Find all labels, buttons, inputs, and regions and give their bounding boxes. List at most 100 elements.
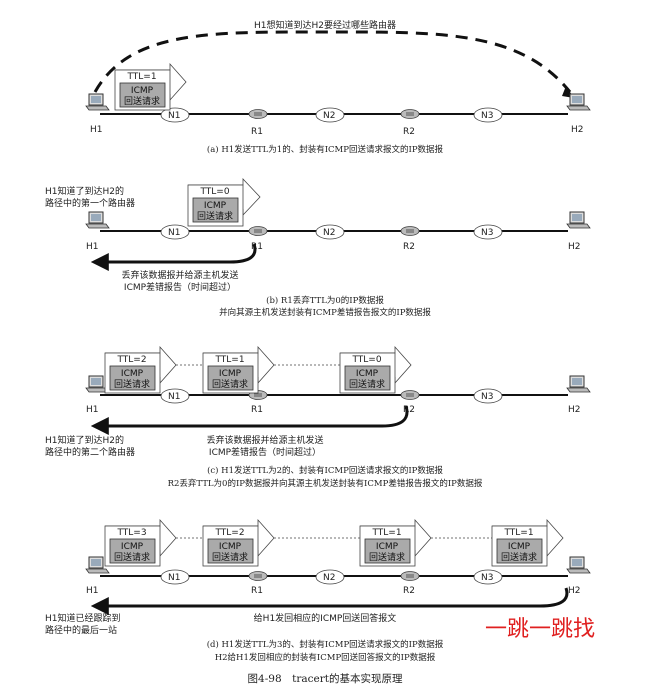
n1-label: N1	[168, 573, 180, 583]
arrow-note-b-1: 丢弃该数据报并给源主机发送	[121, 269, 238, 281]
h1-label: H1	[86, 405, 99, 415]
r1-router-icon	[248, 226, 268, 236]
intent-arc	[93, 30, 572, 93]
ttl-label: TTL=3	[116, 528, 146, 538]
n3-label: N3	[481, 392, 493, 402]
packet-ttl2: TTL=2 ICMP 回送请求	[202, 518, 275, 567]
packet-ttl1-b: TTL=1 ICMP 回送请求	[491, 518, 564, 567]
left-note-d-1: H1知道已经跟踪到	[45, 612, 121, 624]
r2-router-icon	[400, 226, 420, 236]
n2-label: N2	[323, 111, 335, 121]
caption-b-1: (b) R1丢弃TTL为0的IP数据报	[266, 295, 384, 306]
left-note-c-1: H1知道了到达H2的	[45, 434, 124, 446]
caption-b-2: 并向其源主机发送封装有ICMP差错报告报文的IP数据报	[219, 307, 431, 318]
r2-router-icon	[400, 571, 420, 581]
h2-icon	[566, 211, 591, 229]
n1-label: N1	[168, 392, 180, 402]
h2-icon	[566, 93, 591, 111]
request-label: 回送请求	[212, 378, 248, 390]
ttl-label: TTL=1	[371, 528, 401, 538]
icmp-label: ICMP	[131, 86, 154, 96]
arrow-note-c-2: ICMP差错报告（时间超过）	[209, 446, 321, 458]
caption-d-2: H2给H1发回相应的封装有ICMP回送回答报文的IP数据报	[215, 652, 436, 663]
packet-ttl1: TTL=1 ICMP 回送请求	[202, 345, 275, 394]
icmp-label: ICMP	[376, 542, 399, 552]
r1-label: R1	[251, 586, 263, 596]
packet-ttl2: TTL=2 ICMP 回送请求	[104, 345, 177, 394]
r1-label: R1	[251, 127, 263, 137]
error-report-arrow	[90, 243, 257, 271]
echo-reply-arrow	[90, 587, 569, 615]
left-note-d-2: 路径中的最后一站	[45, 624, 117, 636]
n1-label: N1	[168, 111, 180, 121]
ttl-label: TTL=0	[351, 355, 381, 365]
h1-icon	[85, 211, 110, 229]
ttl-label: TTL=1	[126, 72, 156, 82]
r2-label: R2	[403, 586, 415, 596]
figure-caption: 图4-98 tracert的基本实现原理	[248, 672, 403, 685]
r1-label: R1	[251, 242, 263, 252]
icmp-label: ICMP	[121, 369, 144, 379]
n3-label: N3	[481, 111, 493, 121]
request-label: 回送请求	[114, 378, 150, 390]
r2-label: R2	[403, 405, 415, 415]
icmp-label: ICMP	[121, 542, 144, 552]
n2-label: N2	[323, 573, 335, 583]
h2-icon	[566, 375, 591, 393]
red-annotation: 一跳一跳找	[485, 617, 595, 642]
packet-ttl1-a: TTL=1 ICMP 回送请求	[359, 518, 432, 567]
caption-d-1: (d) H1发送TTL为3的、封装有ICMP回送请求报文的IP数据报	[207, 639, 444, 650]
icmp-label: ICMP	[508, 542, 531, 552]
request-label: 回送请求	[212, 551, 248, 563]
request-label: 回送请求	[197, 210, 233, 222]
packet-ttl0: TTL=0 ICMP 回送请求	[339, 345, 412, 394]
error-report-arrow	[90, 405, 409, 435]
ttl-label: TTL=2	[116, 355, 146, 365]
request-label: 回送请求	[369, 551, 405, 563]
r2-label: R2	[403, 127, 415, 137]
ttl-label: TTL=2	[214, 528, 244, 538]
n2-label: N2	[323, 228, 335, 238]
h2-label: H2	[568, 242, 581, 252]
h2-label: H2	[568, 405, 581, 415]
arrow-note-c-1: 丢弃该数据报并给源主机发送	[206, 434, 323, 446]
packet-ttl3: TTL=3 ICMP 回送请求	[104, 518, 177, 567]
h2-label: H2	[571, 125, 584, 135]
r2-label: R2	[403, 242, 415, 252]
r1-label: R1	[251, 405, 263, 415]
left-note-b-2: 路径中的第一个路由器	[45, 197, 135, 209]
left-note-c-2: 路径中的第二个路由器	[45, 446, 135, 458]
panel-c: H1 H2 N1 N3 R1 R2 TTL=2 ICMP 回送请求 TTL=1 …	[45, 345, 591, 489]
caption-a: (a) H1发送TTL为1的、封装有ICMP回送请求报文的IP数据报	[207, 144, 444, 155]
h1-label: H1	[86, 242, 99, 252]
top-note: H1想知道到达H2要经过哪些路由器	[254, 19, 396, 31]
request-label: 回送请求	[124, 95, 160, 107]
ttl-label: TTL=1	[214, 355, 244, 365]
left-note-b-1: H1知道了到达H2的	[45, 185, 124, 197]
h1-label: H1	[90, 125, 103, 135]
icmp-label: ICMP	[204, 201, 227, 211]
arrow-note-b-2: ICMP差错报告（时间超过）	[124, 281, 236, 293]
caption-c-1: (c) H1发送TTL为2的、封装有ICMP回送请求报文的IP数据报	[207, 465, 443, 476]
packet-ttl1: TTL=1 ICMP 回送请求	[114, 62, 187, 111]
request-label: 回送请求	[349, 378, 385, 390]
n3-label: N3	[481, 573, 493, 583]
ttl-label: TTL=0	[199, 187, 229, 197]
n3-label: N3	[481, 228, 493, 238]
r1-router-icon	[248, 109, 268, 119]
h2-label: H2	[568, 586, 581, 596]
arrow-note-d: 给H1发回相应的ICMP回送回答报文	[254, 612, 397, 624]
panel-a: H1想知道到达H2要经过哪些路由器 H1 H2 N1 N2 N3 R1 R2 T…	[85, 19, 591, 155]
r1-router-icon	[248, 571, 268, 581]
icmp-label: ICMP	[219, 542, 242, 552]
request-label: 回送请求	[114, 551, 150, 563]
icmp-label: ICMP	[219, 369, 242, 379]
packet-ttl0: TTL=0 ICMP 回送请求	[187, 177, 261, 227]
h1-icon	[85, 93, 110, 111]
r2-router-icon	[400, 109, 420, 119]
icmp-label: ICMP	[356, 369, 379, 379]
n1-label: N1	[168, 228, 180, 238]
ttl-label: TTL=1	[503, 528, 533, 538]
request-label: 回送请求	[501, 551, 537, 563]
